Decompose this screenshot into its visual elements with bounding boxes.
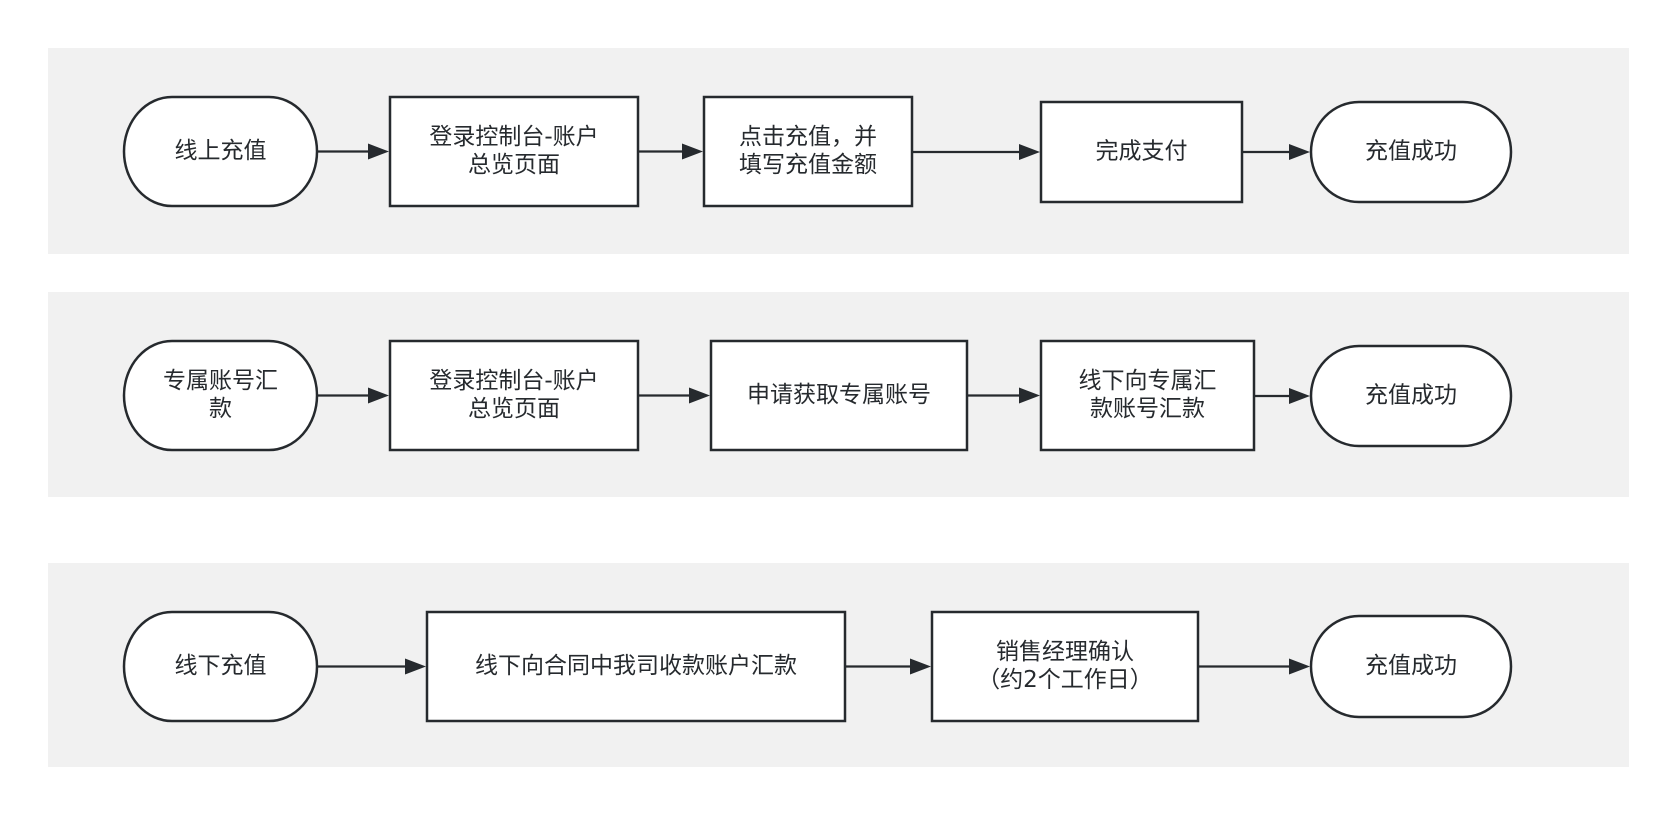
node-shape — [930, 610, 1200, 723]
node-shape — [388, 95, 640, 208]
arrowhead-icon — [405, 658, 426, 675]
node-label: 总览页面 — [468, 396, 560, 422]
node-shape — [702, 95, 914, 208]
flow-arrow — [912, 144, 1040, 160]
terminal-node[interactable]: 充值成功 — [1309, 614, 1513, 719]
process-node[interactable]: 申请获取专属账号 — [709, 339, 969, 452]
node-label: 线下向专属汇 — [1079, 368, 1217, 394]
terminal-node[interactable]: 充值成功 — [1309, 344, 1513, 448]
flow-arrow — [638, 387, 710, 404]
node-label: 完成支付 — [1096, 139, 1188, 165]
flow-arrow — [1198, 658, 1310, 675]
node-label: 销售经理确认 — [996, 639, 1134, 665]
arrowhead-icon — [368, 387, 389, 404]
flow-arrow — [317, 387, 389, 404]
node-shape — [1039, 339, 1256, 452]
node-label: 申请获取专属账号 — [747, 382, 931, 408]
arrowhead-icon — [689, 387, 710, 404]
process-node[interactable]: 销售经理确认（约2个工作日） — [930, 610, 1200, 723]
node-shape — [709, 339, 969, 452]
node-label: 充值成功 — [1365, 383, 1457, 409]
node-label: 填写充值金额 — [739, 152, 877, 178]
arrowhead-icon — [1289, 144, 1310, 160]
node-shape — [1309, 100, 1513, 204]
node-shape — [1309, 614, 1513, 719]
node-label: 线下向合同中我司收款账户汇款 — [475, 653, 797, 679]
node-label: 登录控制台-账户 — [429, 124, 598, 150]
node-shape — [388, 339, 640, 452]
node-shape — [1039, 100, 1244, 204]
process-node[interactable]: 完成支付 — [1039, 100, 1244, 204]
flow-arrow — [1254, 388, 1310, 404]
node-label: 款账号汇款 — [1090, 396, 1205, 422]
flow-arrow — [845, 658, 931, 675]
flow-lane-dedicated-account: 专属账号汇款登录控制台-账户总览页面申请获取专属账号线下向专属汇款账号汇款充值成… — [48, 292, 1629, 497]
flow-arrow — [317, 658, 426, 675]
arrowhead-icon — [1019, 144, 1040, 160]
node-label: （约2个工作日） — [977, 667, 1153, 693]
node-shape — [1309, 344, 1513, 448]
flow-lane-online: 线上充值登录控制台-账户总览页面点击充值，并填写充值金额完成支付充值成功 — [48, 48, 1629, 254]
node-shape — [425, 610, 847, 723]
flow-arrow — [1242, 144, 1310, 160]
arrowhead-icon — [368, 143, 389, 160]
arrowhead-icon — [1289, 658, 1310, 675]
arrowhead-icon — [1019, 387, 1040, 404]
terminal-node[interactable]: 线上充值 — [122, 95, 319, 208]
node-label: 专属账号汇 — [163, 368, 278, 394]
flow-lane-offline: 线下充值 线下向合同中我司收款账户汇款 销售经理确认（约2个工作日） 充值成功 — [48, 563, 1629, 767]
flow-arrow — [967, 387, 1040, 404]
arrowhead-icon — [910, 658, 931, 675]
terminal-node[interactable]: 充值成功 — [1309, 100, 1513, 204]
node-label: 充值成功 — [1365, 653, 1457, 679]
node-label: 充值成功 — [1365, 139, 1457, 165]
arrowhead-icon — [1289, 388, 1310, 404]
flow-arrow — [317, 143, 389, 160]
node-label: 登录控制台-账户 — [429, 368, 598, 394]
node-label: 点击充值，并 — [739, 124, 877, 150]
arrowhead-icon — [682, 143, 703, 160]
node-label: 总览页面 — [468, 152, 560, 178]
node-label: 线下充值 — [175, 653, 267, 679]
process-node[interactable]: 线下向合同中我司收款账户汇款 — [425, 610, 847, 723]
terminal-node[interactable]: 线下充值 — [122, 610, 319, 723]
node-label: 款 — [209, 396, 232, 422]
node-label: 线上充值 — [175, 138, 267, 164]
flow-arrow — [638, 143, 703, 160]
